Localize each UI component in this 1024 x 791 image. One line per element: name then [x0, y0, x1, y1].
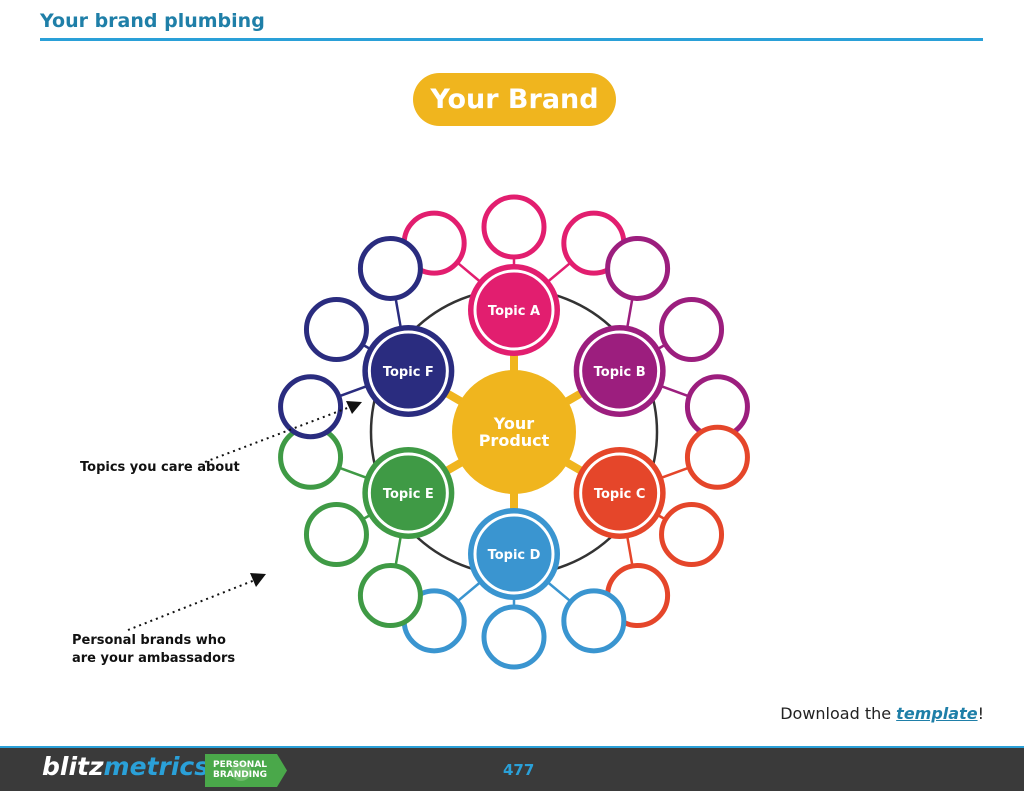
- ambassador-circle-3-0: [561, 588, 627, 654]
- leaf-connector-3-0: [546, 581, 572, 603]
- topic-label-3: Topic D: [488, 548, 541, 563]
- footer-accent-line: [0, 746, 1024, 749]
- ambassadors-arrow-line: [127, 579, 256, 631]
- leaf-connector-3-2: [456, 581, 482, 603]
- topic-label-4: Topic E: [383, 487, 434, 502]
- callout-arrows: [127, 401, 362, 631]
- download-prefix: Download the: [780, 704, 897, 723]
- title-rule: [40, 38, 983, 41]
- leaves-layer: [278, 194, 750, 670]
- ambassador-circle-2-1: [659, 502, 725, 567]
- ambassadors-arrow-head: [250, 573, 266, 587]
- topic-node-3: Topic D: [468, 508, 560, 600]
- leaf-lines-layer: [338, 257, 690, 607]
- topic-inner-5: [367, 330, 449, 412]
- topic-label-2: Topic C: [594, 487, 646, 502]
- topics-arrow-line: [204, 406, 351, 463]
- leaf-connector-2-0: [660, 466, 690, 480]
- blitzmetrics-logo: blitzmetrics: [42, 752, 209, 781]
- center-label-line2: Product: [479, 431, 550, 450]
- leaf-connector-4-2: [338, 466, 368, 480]
- topic-node-4: Topic E: [362, 447, 455, 539]
- topic-label-0: Topic A: [488, 304, 540, 319]
- badge-text-line1: PERSONAL: [213, 760, 268, 770]
- leaf-connector-4-0: [394, 536, 402, 567]
- ambassador-circle-0-1: [481, 194, 547, 260]
- center-layer: Your Product: [452, 370, 576, 494]
- ambassador-circle-2-0: [684, 424, 750, 490]
- ambassador-circle-5-1: [303, 297, 369, 362]
- topic-inner-0: [473, 269, 555, 351]
- topics-layer: Topic A Topic B Topic C Topic D Topic E Topic…: [362, 264, 666, 600]
- leaf-connector-1-0: [626, 297, 634, 328]
- topic-node-0: Topic A: [468, 264, 560, 356]
- ambassador-circle-5-0: [278, 374, 344, 440]
- download-suffix: !: [977, 704, 984, 723]
- ambassador-circle-3-1: [481, 604, 547, 670]
- template-link[interactable]: template: [896, 704, 978, 723]
- leaf-connector-2-2: [626, 536, 634, 567]
- topics-callout: Topics you care about: [80, 460, 240, 475]
- slide-title: Your brand plumbing: [40, 10, 265, 32]
- leaf-connector-0-2: [546, 261, 572, 283]
- ambassador-circle-4-1: [303, 502, 369, 567]
- badge-text: PERSONAL BRANDING: [213, 760, 267, 780]
- download-text: Download the template!: [780, 704, 984, 723]
- ambassadors-callout-line1: Personal brands who: [72, 633, 226, 648]
- ambassadors-callout-line2: are your ambassadors: [72, 651, 236, 666]
- topic-inner-4: [367, 452, 449, 534]
- center-label-line1: Your: [493, 414, 535, 433]
- center-node: [452, 370, 576, 494]
- topic-inner-1: [579, 330, 661, 412]
- topic-node-1: Topic B: [573, 325, 666, 417]
- personal-branding-badge: [205, 754, 287, 787]
- topic-node-2: Topic C: [573, 447, 666, 539]
- ambassador-circle-4-0: [357, 563, 423, 629]
- leaf-connector-5-0: [338, 384, 368, 398]
- page-number: 477: [503, 761, 535, 779]
- badge-text-line2: BRANDING: [213, 770, 268, 780]
- footer-bar: [0, 748, 1024, 791]
- brand-pill: Your Brand: [413, 73, 616, 126]
- leaf-connector-1-2: [660, 384, 690, 398]
- topic-inner-3: [473, 513, 555, 595]
- topics-arrow-head: [346, 401, 362, 414]
- ambassador-circle-1-0: [605, 235, 671, 301]
- ambassador-circle-1-1: [659, 297, 725, 362]
- leaf-connector-0-0: [456, 261, 482, 283]
- leaf-connector-5-2: [394, 297, 402, 328]
- topic-label-5: Topic F: [383, 365, 434, 380]
- ambassadors-callout: Personal brands who are your ambassadors: [72, 632, 235, 668]
- topic-label-1: Topic B: [594, 365, 646, 380]
- topic-inner-2: [579, 452, 661, 534]
- topic-node-5: Topic F: [362, 325, 455, 417]
- badge-emblem-icon: [231, 761, 251, 781]
- ambassador-circle-5-2: [357, 235, 423, 301]
- logo-part1: blitz: [42, 752, 104, 781]
- logo-part2: metrics: [103, 752, 210, 781]
